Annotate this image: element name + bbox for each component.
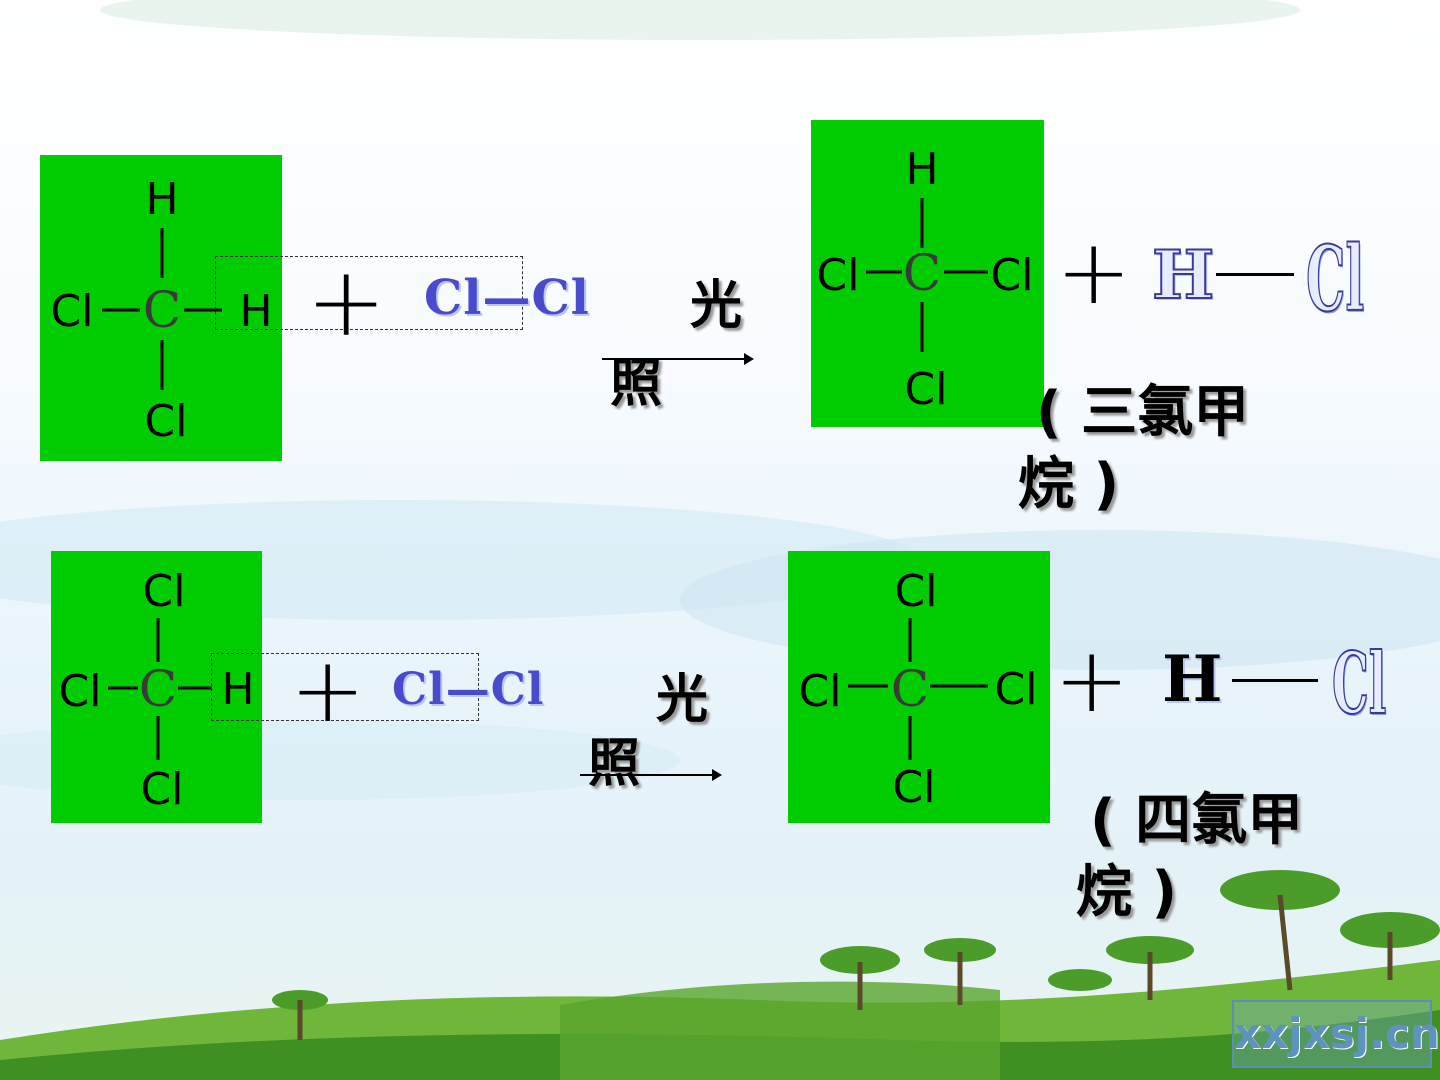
plus-sign: +	[1054, 628, 1130, 733]
watermark-logo: xxjxsj.cn	[1232, 1000, 1440, 1068]
product-box-1	[811, 120, 1044, 427]
hcl-hydrogen: H	[1151, 235, 1215, 315]
condition-light-2: 照	[588, 734, 641, 794]
reaction-arrow	[602, 353, 754, 365]
atom-left: Cl	[51, 286, 94, 337]
atom-right: Cl	[991, 250, 1034, 301]
reagent-cl2: Cl—Cl	[424, 270, 590, 326]
hcl-bond	[1216, 273, 1294, 276]
atom-right: H	[239, 286, 272, 337]
condition-light-1: 光	[690, 276, 743, 336]
product-name-1a: ( 三氯甲	[1036, 380, 1250, 445]
plus-sign: +	[290, 638, 366, 743]
reactant-box-2	[51, 551, 262, 823]
hcl-chlorine: Cl	[1331, 633, 1387, 734]
atom-top: Cl	[143, 566, 186, 617]
condition-light-1: 光	[656, 670, 709, 730]
atom-right: H	[221, 664, 254, 715]
reactant-box-1	[40, 155, 282, 461]
atom-center: C	[903, 244, 941, 302]
plus-sign: +	[1056, 220, 1132, 325]
atom-bottom: Cl	[893, 762, 936, 813]
product-name-2a: ( 四氯甲	[1090, 788, 1304, 853]
product-box-2	[788, 551, 1050, 823]
atom-top: H	[905, 144, 938, 195]
hcl-bond	[1232, 679, 1318, 682]
product-name-1b: 烷 )	[1018, 452, 1120, 517]
atom-top: H	[145, 174, 178, 225]
plus-sign: +	[306, 246, 387, 358]
atom-center: C	[139, 660, 177, 718]
atom-bottom: Cl	[141, 764, 184, 815]
reagent-cl2: Cl—Cl	[392, 664, 545, 715]
atom-bottom: Cl	[905, 364, 948, 415]
atom-right: Cl	[995, 664, 1038, 715]
bond-highlight-box	[211, 653, 479, 721]
hcl-chlorine: Cl	[1305, 225, 1365, 333]
atom-bottom: Cl	[145, 396, 188, 447]
atom-center: C	[143, 281, 181, 339]
atom-top: Cl	[895, 566, 938, 617]
bond-highlight-box	[215, 256, 523, 330]
product-name-2b: 烷 )	[1076, 860, 1178, 925]
atom-left: Cl	[799, 666, 842, 717]
condition-light-2: 照	[610, 354, 663, 414]
atom-left: Cl	[59, 666, 102, 717]
atom-left: Cl	[817, 250, 860, 301]
reaction-arrow	[580, 769, 722, 781]
atom-center: C	[891, 660, 929, 718]
hcl-hydrogen: H	[1162, 642, 1223, 717]
